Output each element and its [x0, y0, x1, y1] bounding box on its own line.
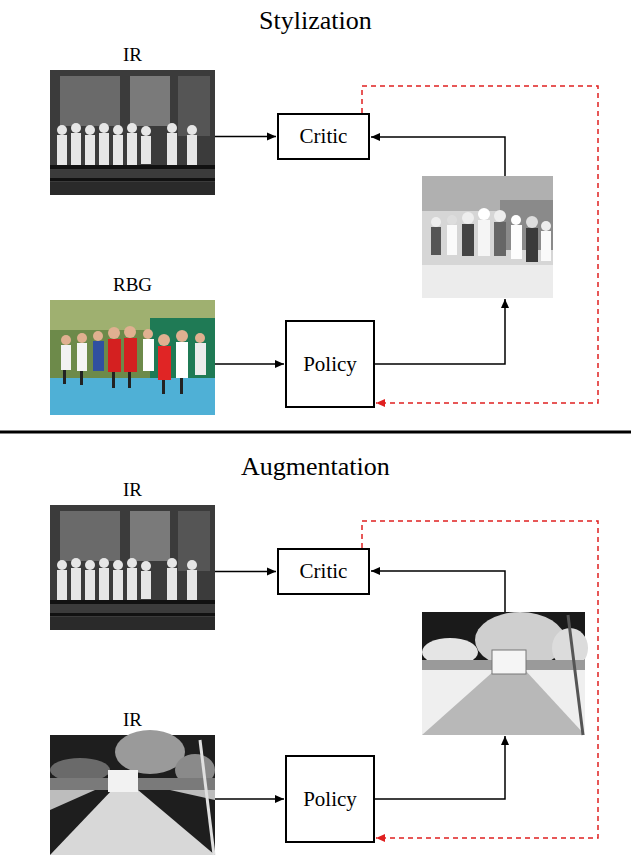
image-label: IR [50, 707, 215, 733]
policy-box: Policy [285, 320, 375, 408]
ir-image [50, 505, 215, 630]
image-label: IR [50, 42, 215, 68]
input-arrow [215, 363, 284, 365]
section-heading: Augmentation [241, 452, 390, 482]
image-panel: IR [50, 707, 215, 853]
image-panel: IR [50, 42, 215, 193]
feedback-arrow [362, 86, 598, 403]
rgb-image [50, 300, 215, 415]
image-label: IR [50, 477, 215, 503]
critic-box: Critic [277, 113, 370, 160]
stylized-image [422, 176, 553, 298]
input-arrow [215, 571, 276, 573]
divider-line [0, 431, 631, 434]
box-label: Policy [303, 787, 357, 812]
input-arrow [215, 798, 284, 800]
input-arrow [215, 136, 276, 138]
box-label: Critic [300, 559, 348, 584]
box-label: Policy [303, 352, 357, 377]
image-frame [50, 298, 215, 413]
section-heading: Stylization [259, 6, 372, 36]
image-panel: RBG [50, 272, 215, 413]
policy-box: Policy [285, 755, 375, 843]
image-frame [50, 503, 215, 628]
image-frame [50, 68, 215, 193]
image-frame [50, 733, 215, 853]
image-label: RBG [50, 272, 215, 298]
augmented-image [422, 612, 588, 735]
image-panel: IR [50, 477, 215, 628]
box-label: Critic [300, 124, 348, 149]
ir-road-image [50, 730, 215, 855]
feedback-arrow [362, 521, 598, 838]
image-arrows [371, 137, 505, 799]
critic-box: Critic [277, 548, 370, 595]
ir-image [50, 70, 215, 195]
